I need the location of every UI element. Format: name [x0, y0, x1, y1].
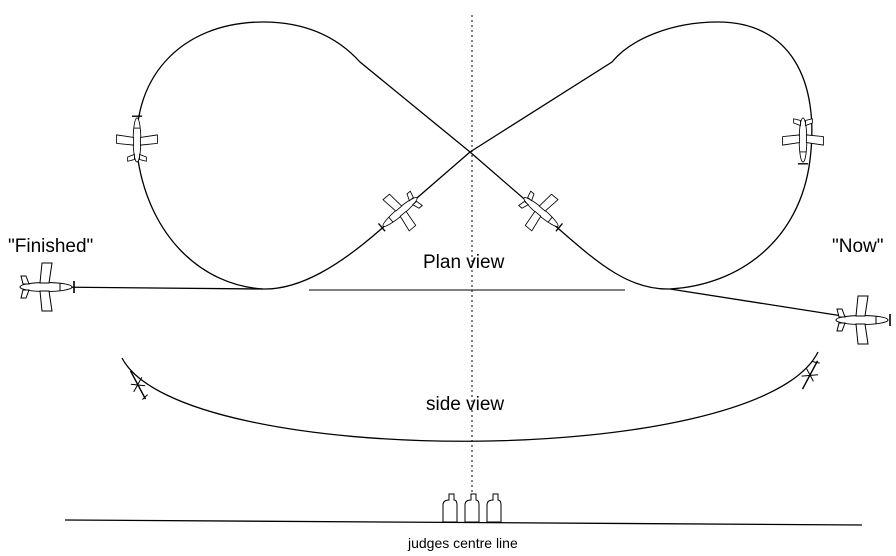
- ground-line: [64, 519, 863, 526]
- judge-chair-icon: [464, 493, 480, 523]
- airplane-icon: [367, 181, 431, 244]
- judges-centre-line-label: judges centre line: [407, 535, 518, 551]
- side-view-flight-path: [121, 351, 819, 442]
- judge-chair-icon: [486, 493, 502, 523]
- airplane-icon: [19, 262, 75, 312]
- plan-view-flight-path: [47, 21, 869, 321]
- now-label: "Now": [832, 236, 884, 257]
- side-view-label: side view: [426, 394, 504, 415]
- airplane-icon: [115, 115, 159, 163]
- plan-view-label: Plan view: [423, 252, 505, 273]
- airplane-icon: [795, 356, 825, 394]
- airplane-icon: [510, 181, 574, 244]
- judge-chair-icon: [442, 493, 458, 523]
- airplane-icon: [781, 117, 825, 165]
- airplane-icon: [835, 295, 891, 345]
- finished-label: "Finished": [8, 236, 93, 257]
